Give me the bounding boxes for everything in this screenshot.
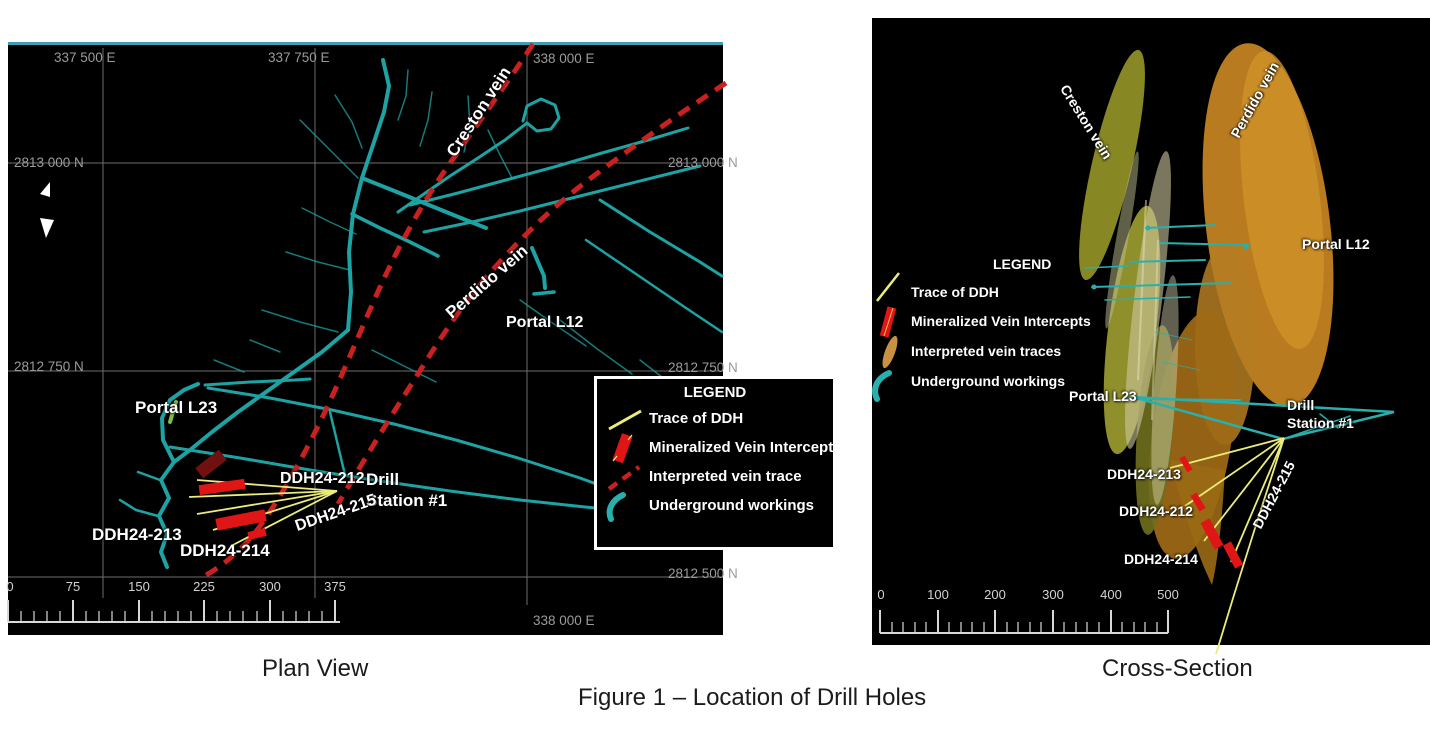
section-portal-l23-label: Portal L23 bbox=[1069, 388, 1137, 404]
plan-portal-l23-label: Portal L23 bbox=[135, 398, 218, 417]
section-scale-400: 400 bbox=[1100, 587, 1122, 602]
plan-easting-337500: 337 500 E bbox=[54, 50, 116, 65]
underground-workings-icon bbox=[606, 492, 626, 522]
plan-northing-2813000-left: 2813 000 N bbox=[14, 155, 84, 170]
plan-top-border bbox=[8, 42, 723, 45]
section-legend-item-trace-of-ddh: Trace of DDH bbox=[911, 284, 999, 300]
plan-easting-337750: 337 750 E bbox=[268, 50, 330, 65]
plan-northing-2812750-right: 2812 750 N bbox=[668, 360, 738, 375]
plan-ddh24-212-label: DDH24-212 bbox=[280, 470, 365, 487]
section-scale-100: 100 bbox=[927, 587, 949, 602]
plan-legend-item-interpreted: Interpreted vein trace bbox=[649, 468, 802, 485]
plan-ddh24-214-label: DDH24-214 bbox=[180, 541, 270, 560]
mineralized-intercept-icon bbox=[879, 306, 897, 338]
plan-scale-300: 300 bbox=[259, 579, 281, 594]
plan-easting-338000-top: 338 000 E bbox=[533, 51, 595, 66]
plan-scale-375: 375 bbox=[324, 579, 346, 594]
creston-vein-trace bbox=[199, 42, 536, 581]
section-scale-bar bbox=[879, 610, 1169, 634]
plan-underground-workings bbox=[118, 58, 724, 569]
plan-northing-2812750-left: 2812 750 N bbox=[14, 359, 84, 374]
section-vein-solids bbox=[1079, 43, 1334, 585]
section-scale-200: 200 bbox=[984, 587, 1006, 602]
section-scale-300: 300 bbox=[1042, 587, 1064, 602]
cross-section-caption: Cross-Section bbox=[1102, 655, 1253, 682]
section-legend-title: LEGEND bbox=[993, 256, 1052, 272]
plan-northing-2812500-right: 2812 500 N bbox=[668, 566, 738, 581]
plan-scale-150: 150 bbox=[128, 579, 150, 594]
mineralized-intercept-icon bbox=[612, 433, 633, 464]
trace-of-ddh-icon bbox=[608, 409, 642, 431]
plan-legend-item-workings: Underground workings bbox=[649, 497, 814, 514]
plan-view-caption: Plan View bbox=[262, 655, 369, 682]
plan-drill-station-label-line1: Drill bbox=[366, 470, 400, 489]
section-legend-item-workings: Underground workings bbox=[911, 373, 1065, 389]
plan-easting-338000-bottom: 338 000 E bbox=[533, 613, 595, 628]
section-legend-icons bbox=[872, 272, 900, 402]
plan-scale-75: 75 bbox=[65, 579, 81, 594]
section-drill-station-label-line2: Station #1 bbox=[1287, 415, 1354, 431]
plan-interpreted-vein-traces bbox=[199, 42, 728, 581]
plan-portal-l12-label: Portal L12 bbox=[506, 314, 584, 331]
section-scale-500: 500 bbox=[1157, 587, 1179, 602]
section-scale-0: 0 bbox=[877, 587, 885, 602]
interpreted-vein-icon bbox=[882, 335, 898, 369]
plan-scale-225: 225 bbox=[193, 579, 215, 594]
perdido-vein-trace bbox=[335, 80, 728, 506]
section-ddh24-214-label: DDH24-214 bbox=[1124, 551, 1198, 567]
plan-drill-station-label-line2: Station #1 bbox=[366, 491, 448, 510]
plan-legend-title: LEGEND bbox=[683, 384, 747, 401]
trace-of-ddh-icon bbox=[876, 272, 900, 302]
section-ddh-traces bbox=[1169, 437, 1285, 655]
section-mineralized-intercepts bbox=[1179, 455, 1244, 569]
plan-scale-bar bbox=[7, 600, 340, 623]
plan-northing-2813000-right: 2813 000 N bbox=[668, 155, 738, 170]
figure-caption: Figure 1 – Location of Drill Holes bbox=[578, 684, 927, 711]
plan-legend-item-trace-of-ddh: Trace of DDH bbox=[649, 410, 744, 427]
plan-legend: LEGEND Trace of DDH Mineralized Vein Int… bbox=[594, 376, 842, 550]
section-underground-workings bbox=[1084, 224, 1395, 441]
section-drill-station-label-line1: Drill bbox=[1287, 397, 1315, 413]
interpreted-vein-trace-icon bbox=[607, 465, 641, 491]
plan-ddh24-213-label: DDH24-213 bbox=[92, 525, 182, 544]
plan-mineralized-intercepts bbox=[195, 449, 267, 541]
section-legend-item-mineralized: Mineralized Vein Intercepts bbox=[911, 313, 1091, 329]
underground-workings-icon bbox=[872, 370, 892, 402]
plan-legend-item-mineralized: Mineralized Vein Intercepts bbox=[649, 439, 842, 456]
section-ddh24-213-label: DDH24-213 bbox=[1107, 466, 1181, 482]
north-arrow-icon bbox=[40, 182, 54, 238]
plan-scale-0: 0 bbox=[6, 579, 14, 594]
section-legend-item-interpreted: Interpreted vein traces bbox=[911, 343, 1062, 359]
section-ddh24-212-label: DDH24-212 bbox=[1119, 503, 1193, 519]
section-portal-l12-label: Portal L12 bbox=[1302, 236, 1370, 252]
